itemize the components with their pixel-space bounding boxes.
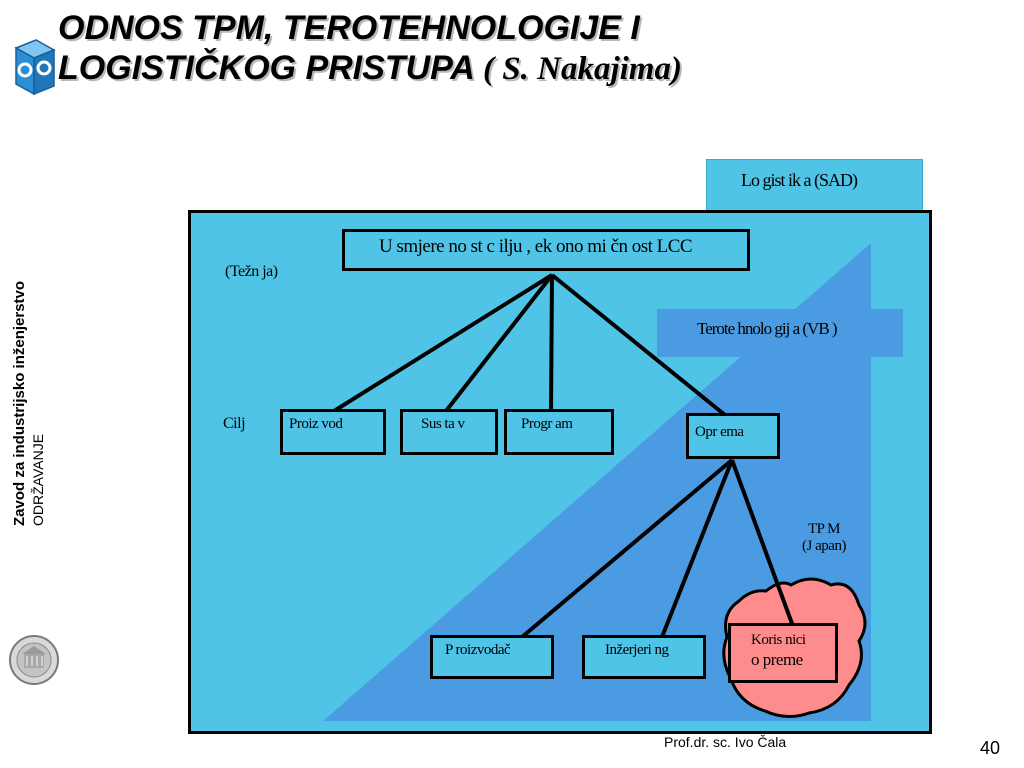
goal-box-program: Progr am	[504, 409, 614, 455]
terotechnology-area	[323, 243, 871, 721]
title-author: ( S. Nakajima)	[483, 51, 682, 87]
tpm-label: TP M (J apan)	[789, 521, 859, 555]
footer-author: Prof.dr. sc. Ivo Čala	[664, 734, 787, 750]
users-box: Koris nici o preme	[728, 623, 838, 683]
tpm-label-line-1: TP M	[807, 521, 841, 537]
goal-product-label: Proiz vod	[289, 416, 343, 432]
university-seal-icon	[9, 635, 59, 685]
goal-box-system: Sus ta v	[400, 409, 498, 455]
goal-box-product: Proiz vod	[280, 409, 386, 455]
goal-label: Cilj	[223, 415, 246, 432]
slide-title: ODNOS TPM, TEROTEHNOLOGIJE I LOGISTIČKOG…	[58, 8, 682, 89]
page-number: 40	[980, 738, 1001, 758]
title-line-2: LOGISTIČKOG PRISTUPA	[58, 49, 474, 87]
connector-lines	[332, 273, 796, 639]
actor-box-manufacturer: P roizvodač	[430, 635, 554, 679]
terotechnology-band: Terote hnolo gij a (VB )	[657, 309, 903, 357]
institute-name: Zavod za industrijsko inženjerstvo	[11, 280, 28, 526]
logistics-panel: Terote hnolo gij a (VB ) U smjere no st …	[188, 210, 932, 734]
actor-box-engineering: Inžerjeri ng	[582, 635, 706, 679]
tpm-label-line-2: (J apan)	[802, 538, 846, 554]
tendency-label: (Težn ja)	[225, 263, 278, 280]
lcc-goal-label: U smjere no st c ilju , ek ono mi čn ost…	[379, 236, 693, 257]
goal-system-label: Sus ta v	[421, 416, 465, 432]
title-line-1: ODNOS TPM, TEROTEHNOLOGIJE I	[58, 9, 640, 47]
goal-program-label: Progr am	[521, 416, 573, 432]
terotechnology-label: Terote hnolo gij a (VB )	[697, 319, 838, 338]
logistics-band: Lo gist ik a (SAD)	[707, 160, 922, 210]
users-label-line-2: o preme	[751, 650, 803, 669]
goal-box-equipment: Opr ema	[686, 413, 780, 459]
actor-engineering-label: Inžerjeri ng	[605, 642, 669, 658]
lcc-goal-box: U smjere no st c ilju , ek ono mi čn ost…	[342, 229, 750, 271]
users-label-line-1: Koris nici	[751, 632, 806, 648]
cube-logo-icon	[14, 39, 56, 96]
actor-manufacturer-label: P roizvodač	[445, 642, 511, 658]
course-name: ODRŽAVANJE	[30, 433, 46, 526]
logistics-label: Lo gist ik a (SAD)	[741, 170, 858, 190]
goal-equipment-label: Opr ema	[695, 424, 744, 440]
